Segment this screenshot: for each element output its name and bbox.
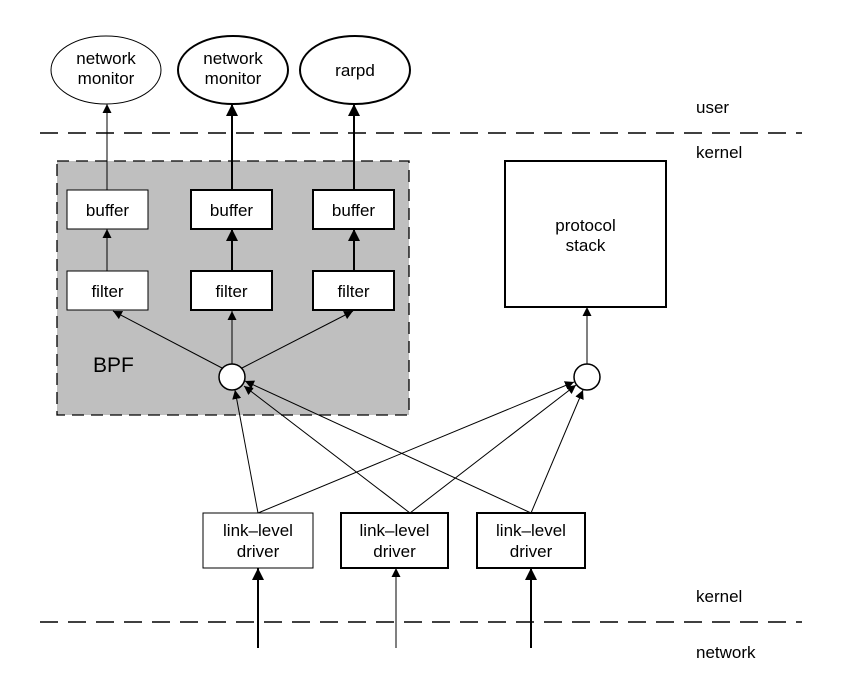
- driver-1-line2: driver: [237, 542, 280, 561]
- driver-2-line1: link–level: [360, 521, 430, 540]
- kernel-layer-label-bottom: kernel: [696, 587, 742, 606]
- buffer-1: [66, 189, 149, 230]
- kernel-layer-label-top: kernel: [696, 143, 742, 162]
- filter-1-label: filter: [91, 282, 123, 301]
- driver-3-line2: driver: [510, 542, 553, 561]
- arrow-tap-to-filter3: [241, 310, 354, 369]
- network-layer-label: network: [696, 643, 756, 662]
- buffer-1-label: buffer: [86, 201, 130, 220]
- protocol-stack-line1: protocol: [555, 216, 615, 235]
- process-2-line1: network: [203, 49, 263, 68]
- driver-2-line2: driver: [373, 542, 416, 561]
- buffer-2-label: buffer: [210, 201, 254, 220]
- bpf-tap-junction: [218, 363, 246, 391]
- arrow-driver2-to-protocol-tap: [409, 384, 577, 514]
- filter-1: [66, 270, 149, 311]
- protocol-stack-line2: stack: [566, 236, 606, 255]
- buffer-3: [312, 189, 395, 230]
- process-1-line1: network: [76, 49, 136, 68]
- arrow-driver3-to-protocol-tap: [530, 389, 584, 514]
- driver-1-line1: link–level: [223, 521, 293, 540]
- filter-2: [190, 270, 273, 311]
- driver-3-line1: link–level: [496, 521, 566, 540]
- filter-2-label: filter: [215, 282, 247, 301]
- process-2-line2: monitor: [205, 69, 262, 88]
- protocol-tap-junction: [573, 363, 601, 391]
- arrow-driver3-to-bpf-tap: [244, 380, 532, 514]
- arrow-tap-to-filter1: [112, 310, 223, 369]
- arrow-driver2-to-bpf-tap: [243, 385, 411, 514]
- process-3-line1: rarpd: [335, 61, 375, 80]
- arrow-driver1-to-bpf-tap: [232, 389, 259, 514]
- user-layer-label: user: [696, 98, 729, 117]
- filter-3-label: filter: [337, 282, 369, 301]
- arrow-driver1-to-protocol-tap: [257, 381, 575, 514]
- driver-1: [202, 512, 314, 569]
- bpf-label: BPF: [93, 354, 134, 377]
- process-1-line2: monitor: [78, 69, 135, 88]
- filter-3: [312, 270, 395, 311]
- buffer-3-label: buffer: [332, 201, 376, 220]
